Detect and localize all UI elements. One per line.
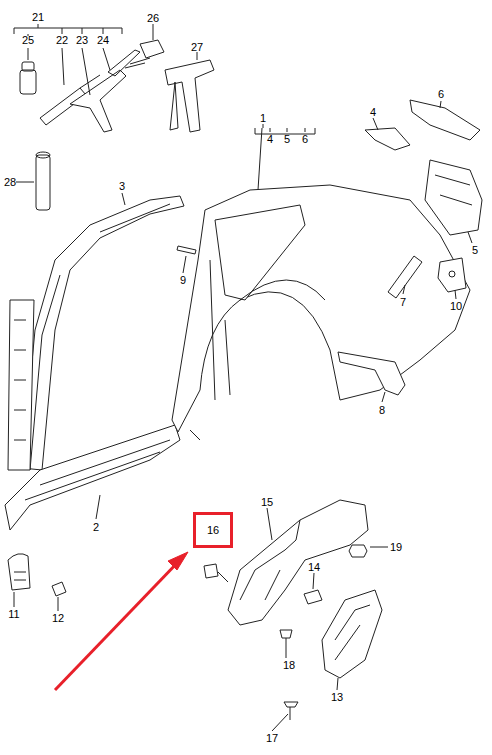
callout-number: 16 bbox=[207, 524, 219, 536]
callout-number: 9 bbox=[179, 274, 187, 287]
callout-number: 5 bbox=[283, 133, 291, 146]
callout-number: 26 bbox=[146, 12, 160, 25]
callout-number: 1 bbox=[259, 112, 267, 125]
callout-number: 24 bbox=[96, 34, 110, 47]
callout-number: 6 bbox=[301, 133, 309, 146]
callout-number: 11 bbox=[7, 608, 20, 621]
callout-number: 23 bbox=[75, 34, 89, 47]
callout-number: 4 bbox=[369, 106, 377, 119]
callout-number: 17 bbox=[265, 732, 279, 745]
highlight-box: 16 bbox=[193, 512, 233, 548]
callout-number: 27 bbox=[190, 41, 204, 54]
callout-number: 13 bbox=[330, 691, 344, 704]
callout-number: 28 bbox=[3, 176, 17, 189]
callout-number: 7 bbox=[399, 296, 407, 309]
callout-number: 4 bbox=[266, 133, 274, 146]
callout-number: 22 bbox=[55, 34, 69, 47]
callout-number: 15 bbox=[260, 496, 274, 509]
callout-number: 19 bbox=[389, 541, 403, 554]
callout-number: 3 bbox=[118, 180, 126, 193]
callout-number: 6 bbox=[437, 88, 445, 101]
callout-number: 21 bbox=[31, 11, 45, 24]
callout-number: 18 bbox=[282, 659, 296, 672]
callout-number: 10 bbox=[449, 300, 463, 313]
callout-number: 5 bbox=[471, 244, 479, 257]
callout-number: 8 bbox=[378, 404, 386, 417]
callout-number: 12 bbox=[51, 612, 65, 625]
callout-number: 25 bbox=[21, 34, 35, 47]
callout-number: 14 bbox=[307, 561, 321, 574]
callout-number: 2 bbox=[92, 521, 100, 534]
